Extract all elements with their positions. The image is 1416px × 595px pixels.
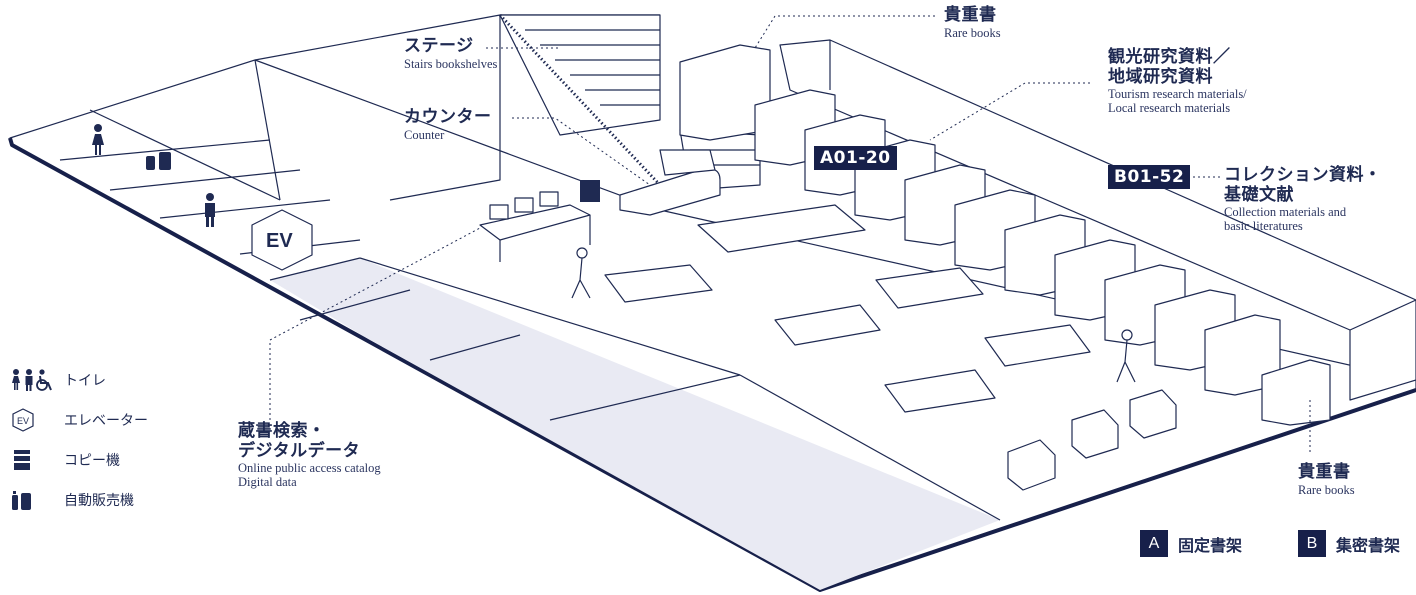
shelf-key-b-letter: B — [1298, 530, 1326, 557]
tourism-label: 観光研究資料／ 地域研究資料 Tourism research material… — [1108, 47, 1247, 116]
rare-books-top-label: 貴重書 Rare books — [944, 5, 1001, 40]
tourism-jp-1: 観光研究資料／ — [1108, 47, 1231, 67]
legend-vending-text: 自動販売機 — [64, 493, 134, 509]
copier-icon — [10, 448, 64, 472]
shelf-key-a-letter: A — [1140, 530, 1168, 557]
rare-top-jp: 貴重書 — [944, 5, 997, 25]
corridor-shaded — [269, 257, 1001, 590]
collection-en-1: Collection materials and — [1224, 205, 1347, 220]
shelf-key-a: A 固定書架 — [1140, 530, 1242, 557]
lounge-chairs — [1007, 389, 1177, 491]
catalog-en-2: Digital data — [238, 475, 297, 490]
legend-item-restroom: トイレ — [10, 360, 148, 400]
catalog-en-1: Online public access catalog — [238, 461, 381, 476]
collection-jp-2: 基礎文献 — [1224, 184, 1294, 205]
shelf-key-a-text: 固定書架 — [1178, 535, 1243, 555]
leader-lines — [269, 15, 1311, 455]
catalog-jp-1: 蔵書検索・ — [238, 421, 326, 441]
legend-item-vending: 自動販売機 — [10, 480, 148, 520]
rare-bottom-jp: 貴重書 — [1298, 462, 1351, 482]
legend-elevator-text: エレベーター — [64, 413, 148, 429]
collection-en-2: basic literatures — [1224, 219, 1303, 234]
stage-label-en: Stairs bookshelves — [404, 56, 498, 71]
collection-jp-1: コレクション資料・ — [1224, 165, 1382, 185]
tourism-en-1: Tourism research materials/ — [1108, 87, 1247, 102]
legend-item-copier: コピー機 — [10, 440, 148, 480]
counter-label: カウンター Counter — [404, 107, 492, 142]
legend-restroom-text: トイレ — [64, 373, 106, 389]
legend-item-elevator: EV エレベーター — [10, 400, 148, 440]
map-legend: トイレ EV エレベーター コピー機 自動販売機 — [10, 360, 148, 520]
counter — [619, 149, 721, 216]
shelf-range-b: B01-52 — [1108, 165, 1191, 189]
restroom-icons — [92, 124, 215, 227]
tourism-jp-2: 地域研究資料 — [1108, 66, 1213, 87]
floor-outline — [8, 59, 1416, 592]
counter-label-jp: カウンター — [404, 107, 492, 127]
vending-machine-icon — [10, 488, 64, 512]
ev-label: EV — [266, 230, 293, 252]
legend-copier-text: コピー機 — [64, 453, 120, 469]
rare-top-en: Rare books — [944, 25, 1001, 40]
catalog-label: 蔵書検索・ デジタルデータ Online public access catal… — [238, 421, 381, 490]
rare-books-bottom-label: 貴重書 Rare books — [1298, 462, 1355, 497]
rare-bottom-en: Rare books — [1298, 482, 1355, 497]
elevator-icon: EV — [10, 408, 64, 432]
restroom-icon — [10, 368, 64, 392]
collection-label: コレクション資料・ 基礎文献 Collection materials and … — [1224, 165, 1382, 234]
svg-text:EV: EV — [17, 416, 29, 426]
person-icons — [571, 247, 1136, 383]
vending-icon-map — [146, 152, 171, 170]
catalog-jp-2: デジタルデータ — [238, 440, 361, 461]
stage-label: ステージ Stairs bookshelves — [404, 36, 498, 71]
shelf-key-b: B 集密書架 — [1298, 530, 1400, 557]
elevator-hex[interactable] — [251, 209, 313, 271]
catalog-terminals — [479, 180, 600, 262]
stage-label-jp: ステージ — [404, 36, 474, 56]
reading-tables — [604, 204, 1091, 413]
counter-label-en: Counter — [404, 127, 445, 142]
shelf-range-a: A01-20 — [814, 146, 897, 170]
shelf-key-b-text: 集密書架 — [1336, 535, 1401, 555]
tourism-en-2: Local research materials — [1108, 101, 1231, 116]
